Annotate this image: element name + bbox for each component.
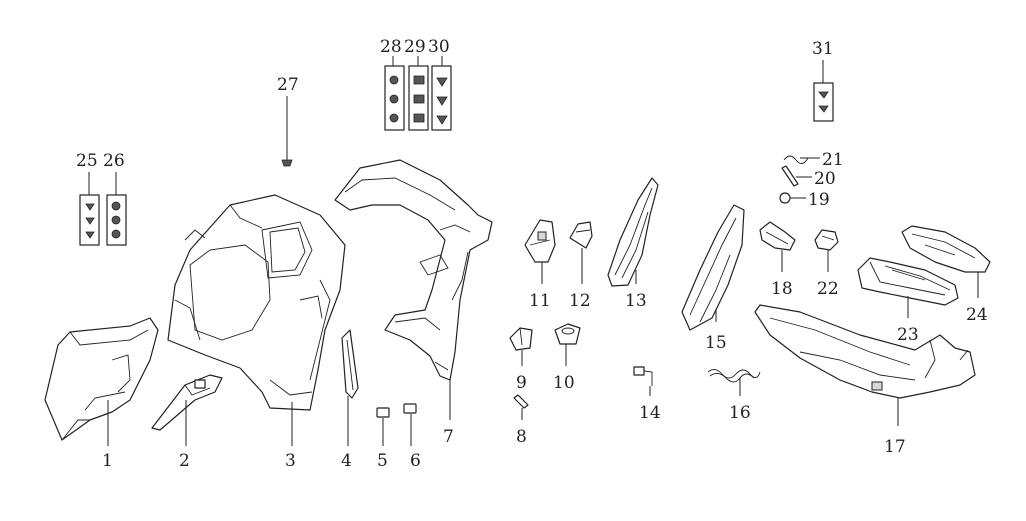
callout-3: 3 [285,451,296,471]
part-26-fastener-kit [106,194,127,246]
part-24-lid [901,225,991,273]
part-9-clip [509,327,533,351]
part-10-socket [554,323,581,345]
part-8-pin [513,394,529,409]
part-22-hook [814,229,839,251]
callout-14: 14 [639,403,661,423]
part-20-rod [781,165,799,187]
callout-17: 17 [884,437,906,457]
part-5-pad [376,407,390,418]
callout-8: 8 [516,427,527,447]
part-6-pad [403,403,417,414]
callout-11: 11 [529,291,551,311]
callout-16: 16 [729,403,751,423]
callout-12: 12 [569,291,591,311]
callout-5: 5 [377,451,388,471]
part-3-inner-frame [167,194,346,411]
callout-6: 6 [410,451,421,471]
part-15-side-panel [681,204,745,331]
callout-30: 30 [428,37,450,57]
callout-25: 25 [76,151,98,171]
part-23-inner-box [857,257,959,306]
part-11-switch-housing [524,219,556,263]
part-31-fastener-kit [813,82,834,122]
part-14-sensor [633,366,653,386]
callout-4: 4 [341,451,352,471]
callout-13: 13 [625,291,647,311]
callout-7: 7 [443,427,454,447]
callout-10: 10 [553,373,575,393]
part-25-fastener-kit [79,194,100,246]
part-30-fastener-kit [431,65,452,131]
callout-22: 22 [817,279,839,299]
callout-21: 21 [822,150,844,170]
callout-2: 2 [179,451,190,471]
part-17-floor-panel [754,304,976,399]
part-16-wire-harness [707,369,761,383]
callout-26: 26 [103,151,125,171]
part-1-front-lower-panel [44,317,159,441]
callout-24: 24 [966,305,988,325]
callout-19: 19 [808,190,830,210]
part-21-spring [783,155,809,164]
part-12-cap [569,221,593,249]
part-28-fastener-kit [384,65,405,131]
part-2-bracket [151,374,223,431]
callout-9: 9 [516,373,527,393]
callout-27: 27 [277,75,299,95]
part-29-fastener-kit [408,65,429,131]
part-18-latch [759,221,796,251]
callout-1: 1 [102,451,113,471]
callout-31: 31 [812,39,834,59]
callout-20: 20 [814,169,836,189]
part-27-clip-screw [281,159,293,167]
part-19-washer [779,192,791,204]
part-13-side-strip [607,177,659,287]
part-4-trim-strip [341,329,359,399]
part-7-front-inner-cover [334,159,493,381]
callout-29: 29 [404,37,426,57]
callout-23: 23 [897,325,919,345]
callout-15: 15 [705,333,727,353]
callout-18: 18 [771,279,793,299]
callout-28: 28 [380,37,402,57]
